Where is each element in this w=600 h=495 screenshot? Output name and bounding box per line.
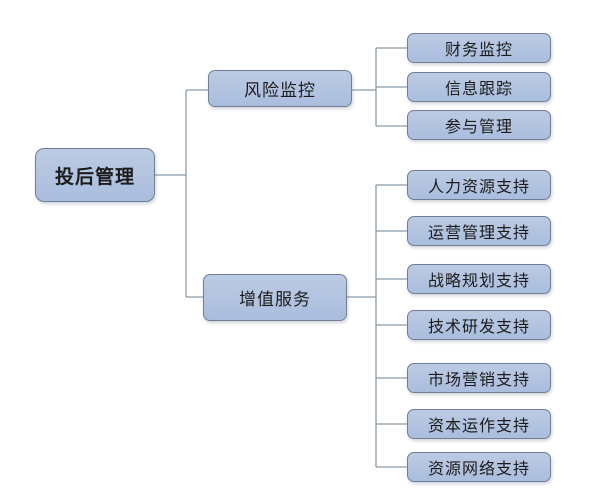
node-root-post-investment-management[interactable]: 投后管理 <box>35 148 155 202</box>
node-label: 运营管理支持 <box>427 223 530 242</box>
node-value-added-services[interactable]: 增值服务 <box>203 274 347 321</box>
node-label: 技术研发支持 <box>427 317 530 336</box>
node-label: 市场营销支持 <box>427 370 530 389</box>
node-marketing-support[interactable]: 市场营销支持 <box>407 363 551 393</box>
node-capital-operations-support[interactable]: 资本运作支持 <box>407 409 551 439</box>
node-participation-management[interactable]: 参与管理 <box>407 110 551 140</box>
node-risk-monitoring[interactable]: 风险监控 <box>208 70 352 107</box>
node-label: 增值服务 <box>239 290 311 310</box>
node-resource-network-support[interactable]: 资源网络支持 <box>407 452 551 482</box>
node-label: 资源网络支持 <box>427 459 530 478</box>
node-label: 财务监控 <box>444 40 513 59</box>
node-label: 人力资源支持 <box>427 177 530 196</box>
node-label: 战略规划支持 <box>427 271 530 290</box>
node-label: 风险监控 <box>244 81 316 101</box>
node-financial-monitoring[interactable]: 财务监控 <box>407 33 551 63</box>
node-rnd-support[interactable]: 技术研发支持 <box>407 310 551 340</box>
node-label: 投后管理 <box>54 165 135 188</box>
node-hr-support[interactable]: 人力资源支持 <box>407 170 551 200</box>
node-label: 资本运作支持 <box>427 416 530 435</box>
node-operations-support[interactable]: 运营管理支持 <box>407 216 551 246</box>
node-label: 信息跟踪 <box>444 79 513 98</box>
node-strategy-support[interactable]: 战略规划支持 <box>407 264 551 294</box>
node-information-tracking[interactable]: 信息跟踪 <box>407 72 551 102</box>
node-label: 参与管理 <box>444 117 513 136</box>
